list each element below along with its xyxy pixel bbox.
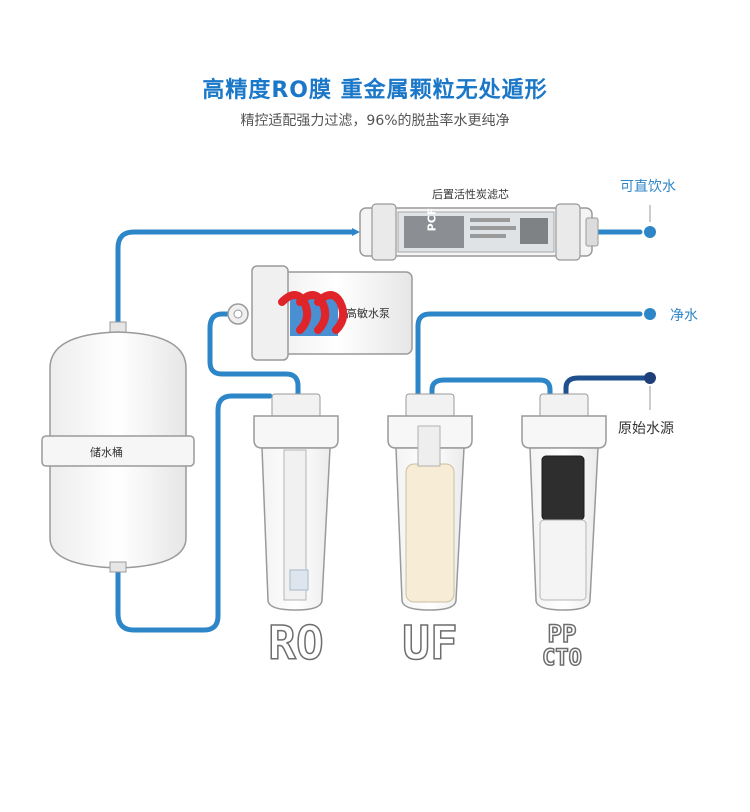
endpoint-drink-dot (644, 205, 656, 238)
pipe-tank-to-post-filter (115, 229, 355, 333)
pipe-pump-to-ro (207, 311, 301, 411)
pipe-uf-to-pure (415, 311, 643, 411)
stage-ro-label: RO (268, 616, 325, 670)
stage-uf-label: UF (402, 616, 459, 670)
stage-cto-label: CTO (541, 646, 582, 671)
pump-label: 高敏水泵 (346, 307, 390, 320)
stage-pp-label: PP (547, 620, 577, 648)
flow-arrow-post (352, 228, 360, 236)
tank-label: 储水桶 (90, 446, 123, 459)
raw-water-label: 原始水源 (618, 421, 674, 437)
uf-housing (387, 393, 473, 611)
pipe-raw-water (563, 375, 651, 411)
storage-tank (41, 321, 195, 573)
ro-housing (253, 393, 339, 611)
post-filter-label: 后置活性炭滤芯 (432, 188, 509, 201)
post-carbon-filter (359, 203, 599, 261)
drink-water-label: 可直饮水 (620, 179, 676, 195)
endpoint-raw-dot (644, 372, 656, 410)
pipe-pp-to-uf (429, 377, 553, 411)
endpoint-pure-dot (644, 308, 656, 320)
cartridge-brand-label: PCF (425, 207, 439, 232)
pump-coil (278, 291, 348, 334)
pipe-tank-to-ro (115, 393, 273, 633)
page-title: 高精度RO膜 重金属颗粒无处遁形 (202, 78, 548, 103)
pp-cto-housing (521, 393, 607, 611)
pipe-network (115, 229, 643, 633)
page-subtitle: 精控适配强力过滤，96%的脱盐率水更纯净 (240, 113, 510, 129)
pure-water-label: 净水 (670, 308, 698, 324)
